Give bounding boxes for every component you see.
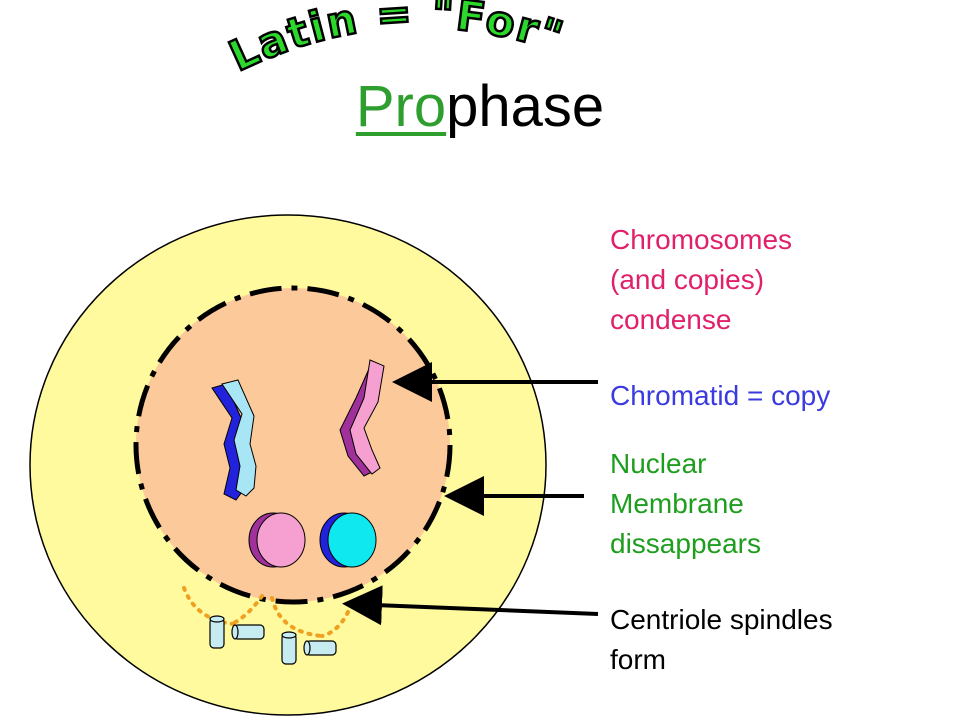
title-prefix: Pro bbox=[355, 74, 447, 139]
label-nuclear-membrane: Nuclear Membrane dissappears bbox=[610, 448, 761, 559]
centromere-pink bbox=[248, 512, 306, 568]
label-chromatid: Chromatid = copy bbox=[610, 380, 831, 411]
centromere-cyan bbox=[319, 512, 377, 568]
arrow-centriole bbox=[342, 585, 599, 626]
chromosome-right bbox=[339, 359, 385, 477]
title-suffix: phase bbox=[446, 74, 605, 139]
label-chromosomes: Chromosomes (and copies) condense bbox=[610, 224, 793, 335]
page-title: Prophase bbox=[0, 72, 960, 142]
centriole-left bbox=[209, 615, 265, 649]
centriole-right bbox=[281, 631, 337, 665]
label-centriole: Centriole spindles form bbox=[610, 604, 833, 675]
chromosome-left bbox=[211, 379, 257, 501]
latin-banner: Latin = "For" bbox=[222, 0, 571, 81]
